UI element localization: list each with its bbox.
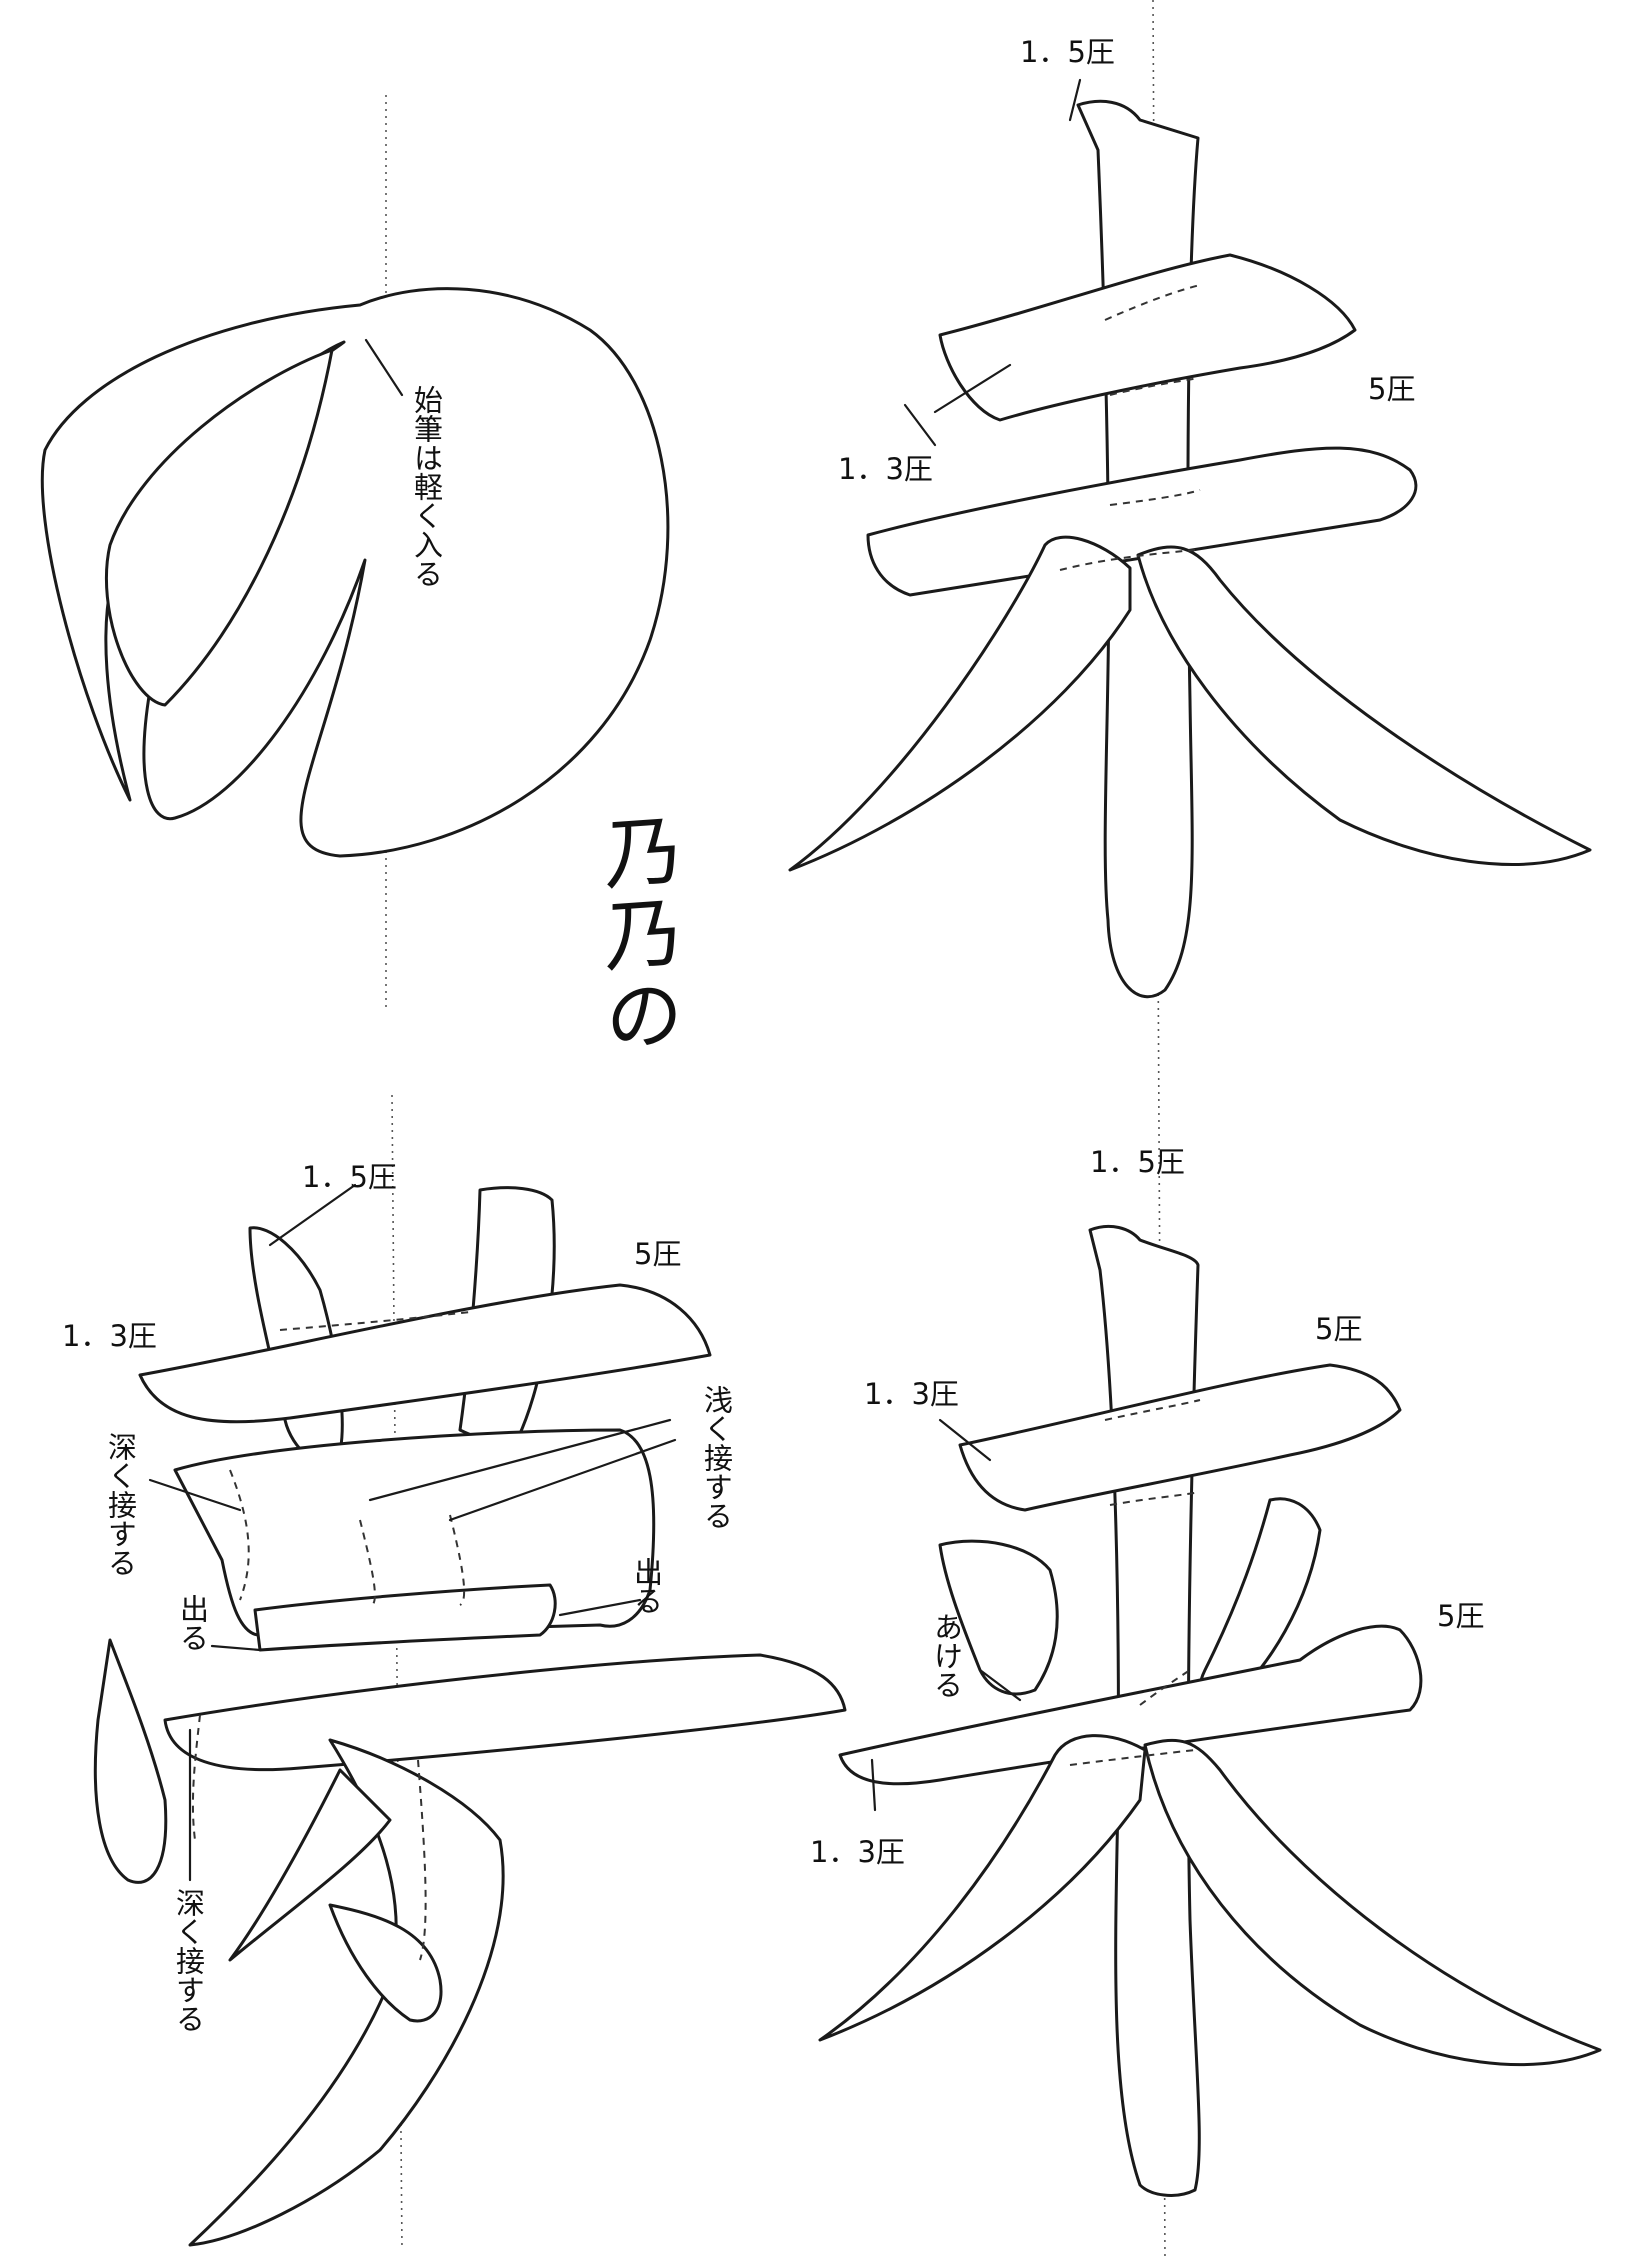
sue-right-falling — [1136, 545, 1592, 866]
rai-left-lower-pressure-label: 1．3圧 — [810, 1835, 905, 1869]
rai-crossing-dashes — [1069, 1399, 1201, 1766]
mu-top-pressure-label: 1．5圧 — [302, 1160, 397, 1194]
sue-left-pressure-label: 1．3圧 — [838, 452, 933, 486]
mu-leader-deru-right — [558, 1598, 642, 1617]
sue-right-pressure-label: 5圧 — [1368, 372, 1416, 406]
character-mu — [93, 1183, 847, 2247]
mu-left-drop — [93, 1638, 168, 1884]
mu-small-wedge — [328, 1903, 443, 2023]
rai-leader-akeru — [978, 1668, 1022, 1702]
mu-asaku-label: 浅く接する — [699, 1385, 734, 1530]
mu-deru-left-label: 出る — [175, 1594, 210, 1652]
sue-leader-top — [1068, 78, 1082, 122]
no-note-leader — [364, 338, 404, 397]
mu-fukaku-lower-label: 深く接する — [171, 1888, 206, 2033]
rai-upper-horizontal — [958, 1363, 1402, 1512]
no-note-label: 始筆は軽く入る — [409, 385, 444, 588]
mu-inner-slash — [228, 1768, 392, 1962]
mu-right-pressure-label: 5圧 — [634, 1237, 682, 1271]
mu-leader-asaku — [368, 1418, 677, 1522]
rai-right-upper-pressure-label: 5圧 — [1315, 1312, 1363, 1346]
sue-upper-horizontal — [938, 253, 1357, 422]
sue-lower-horizontal — [866, 446, 1418, 597]
sue-leader-left — [903, 403, 937, 447]
mu-net-frame — [173, 1428, 656, 1637]
mu-leader-fukaku-upper — [148, 1478, 242, 1512]
sue-left-falling — [788, 535, 1132, 872]
mu-leader-top — [268, 1183, 357, 1247]
rai-right-falling — [1143, 1738, 1602, 2067]
no-inner-counter — [105, 348, 334, 707]
mu-cover-horizontal — [163, 1653, 847, 1772]
character-no — [40, 287, 670, 858]
character-rai — [818, 1224, 1602, 2197]
rai-akeru-label: あける — [929, 1612, 964, 1699]
mu-crossing-dashes — [191, 1311, 471, 1961]
rai-top-pressure-label: 1．5圧 — [1090, 1145, 1185, 1179]
rai-left-upper-pressure-label: 1．3圧 — [864, 1377, 959, 1411]
sue-top-pressure-label: 1．5圧 — [1020, 35, 1115, 69]
mu-left-pressure-label: 1．3圧 — [62, 1319, 157, 1353]
sample-practice-characters: 乃乃の — [592, 808, 682, 1062]
sue-leader-upper — [933, 363, 1012, 414]
mu-top-horizontal — [138, 1283, 712, 1424]
character-sue — [788, 78, 1592, 999]
rai-leader-upper — [938, 1418, 992, 1462]
rai-leader-lower — [870, 1758, 877, 1812]
mu-leader-deru-left — [210, 1644, 262, 1652]
rai-left-dot — [938, 1539, 1059, 1696]
mu-middle-horizontal — [253, 1583, 557, 1652]
rai-left-falling — [818, 1734, 1147, 2042]
mu-deru-right-label: 出る — [629, 1557, 664, 1615]
mu-fukaku-upper-label: 深く接する — [103, 1432, 138, 1577]
rai-right-lower-pressure-label: 5圧 — [1437, 1599, 1485, 1633]
rai-lower-horizontal — [838, 1624, 1423, 1786]
sue-crossing-dashes — [1059, 284, 1201, 571]
